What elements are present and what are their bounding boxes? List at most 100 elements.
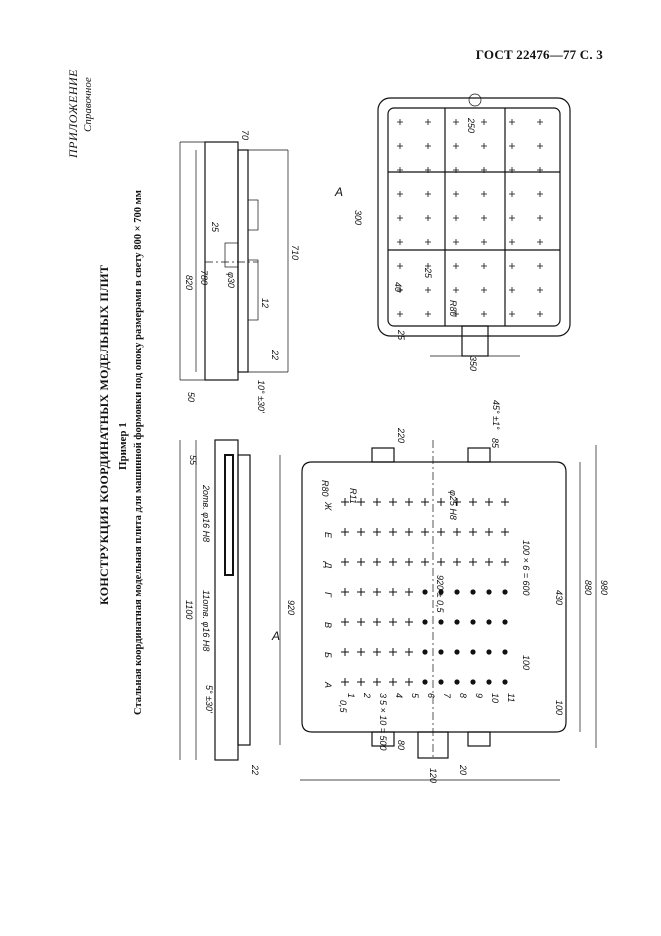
grid-marker: [389, 588, 397, 596]
plan-cross-marker: [509, 143, 515, 149]
row-letter-label: Ж: [323, 501, 333, 511]
plan-cross-marker: [481, 119, 487, 125]
grid-marker: [341, 588, 349, 596]
col-number-label: 4: [394, 693, 404, 698]
plan-cross-marker: [481, 215, 487, 221]
side-dim-phi30: φ30: [226, 272, 236, 288]
grid-marker: [502, 679, 508, 685]
plate-dim-980: 980: [599, 580, 609, 595]
grid-marker: [469, 558, 477, 566]
plan-cross-marker: [425, 143, 431, 149]
plate-dim-220: 220: [396, 427, 406, 443]
grid-marker: [437, 498, 445, 506]
side-dim-70: 70: [240, 130, 250, 140]
grid-marker: [405, 618, 413, 626]
plate-dim-5x10: 5 × 10 = 500: [378, 700, 388, 751]
grid-marker: [501, 498, 509, 506]
plate-dim-05: 0,5: [338, 700, 348, 714]
grid-marker: [501, 528, 509, 536]
grid-marker: [438, 619, 444, 625]
grid-marker: [373, 648, 381, 656]
grid-marker: [469, 528, 477, 536]
view-a2-label: А: [271, 629, 280, 643]
side-elevation-drawing: 820 780 710 70 φ30 25 12 22 10° ±30' 50: [179, 130, 300, 413]
grid-marker: [357, 558, 365, 566]
grid-marker: [438, 649, 444, 655]
side-dim-820: 820: [184, 275, 194, 290]
plan-dim-25: 25: [423, 267, 433, 279]
col-number-label: 1: [346, 693, 356, 698]
side-dim-10deg: 10° ±30': [256, 380, 266, 413]
plan-cross-marker: [481, 167, 487, 173]
section-dim-920: 920: [286, 600, 296, 615]
grid-marker: [485, 528, 493, 536]
plan-cross-marker: [537, 263, 543, 269]
col-number-label: 5: [410, 693, 420, 699]
col-number-label: 3: [378, 693, 388, 698]
plan-cross-marker: [453, 143, 459, 149]
plan-cross-marker: [453, 119, 459, 125]
plate-dim-20: 20: [458, 764, 468, 775]
plan-cross-marker: [537, 239, 543, 245]
grid-marker: [389, 528, 397, 536]
plan-cross-marker: [481, 287, 487, 293]
grid-marker: [357, 678, 365, 686]
grid-marker: [486, 619, 492, 625]
plan-cross-marker: [537, 143, 543, 149]
plan-cross-marker: [425, 191, 431, 197]
plan-cross-marker: [397, 119, 403, 125]
plan-cross-marker: [481, 191, 487, 197]
grid-marker: [373, 678, 381, 686]
grid-marker: [389, 678, 397, 686]
grid-marker: [405, 588, 413, 596]
plan-cross-marker: [509, 215, 515, 221]
grid-marker: [373, 588, 381, 596]
plan-marker-grid: [397, 119, 543, 317]
plan-cross-marker: [453, 311, 459, 317]
plate-dim-430: 430: [554, 590, 564, 605]
plan-cross-marker: [397, 215, 403, 221]
col-number-label: 2: [362, 692, 372, 698]
view-a-label: А: [334, 185, 343, 199]
side-dim-25: 25: [210, 221, 220, 233]
grid-marker: [405, 678, 413, 686]
col-number-label: 8: [458, 693, 468, 698]
plan-cross-marker: [425, 239, 431, 245]
grid-marker: [389, 618, 397, 626]
plan-cross-marker: [509, 191, 515, 197]
plan-cross-marker: [481, 263, 487, 269]
grid-marker: [341, 558, 349, 566]
page-reference: ГОСТ 22476—77 С. 3: [475, 47, 603, 62]
plate-dim-120: 120: [428, 768, 438, 783]
grid-marker: [470, 619, 476, 625]
grid-marker: [454, 679, 460, 685]
plan-cross-marker: [537, 167, 543, 173]
grid-marker: [405, 558, 413, 566]
side-dim-12: 12: [260, 298, 270, 308]
section-dim-55: 55: [188, 455, 198, 466]
grid-marker: [341, 678, 349, 686]
section-dim-1100: 1100: [184, 600, 194, 619]
plan-cross-marker: [453, 287, 459, 293]
grid-marker: [357, 528, 365, 536]
grid-marker: [453, 528, 461, 536]
plan-cross-marker: [425, 263, 431, 269]
grid-marker: [437, 528, 445, 536]
grid-marker: [389, 648, 397, 656]
grid-marker: [341, 618, 349, 626]
row-letter-label: Е: [323, 532, 333, 539]
plate-dim-r80: R80: [320, 480, 330, 497]
plate-dim-100b: 100: [554, 700, 564, 715]
plan-dim-40: 40: [393, 282, 403, 292]
grid-marker: [341, 648, 349, 656]
side-dim-780: 780: [199, 270, 209, 285]
plan-cross-marker: [509, 311, 515, 317]
plate-dim-r11: R11: [348, 488, 358, 504]
plan-cross-marker: [397, 191, 403, 197]
row-letter-label: Д: [323, 561, 333, 569]
grid-marker: [501, 558, 509, 566]
grid-marker: [422, 619, 428, 625]
grid-marker: [486, 679, 492, 685]
